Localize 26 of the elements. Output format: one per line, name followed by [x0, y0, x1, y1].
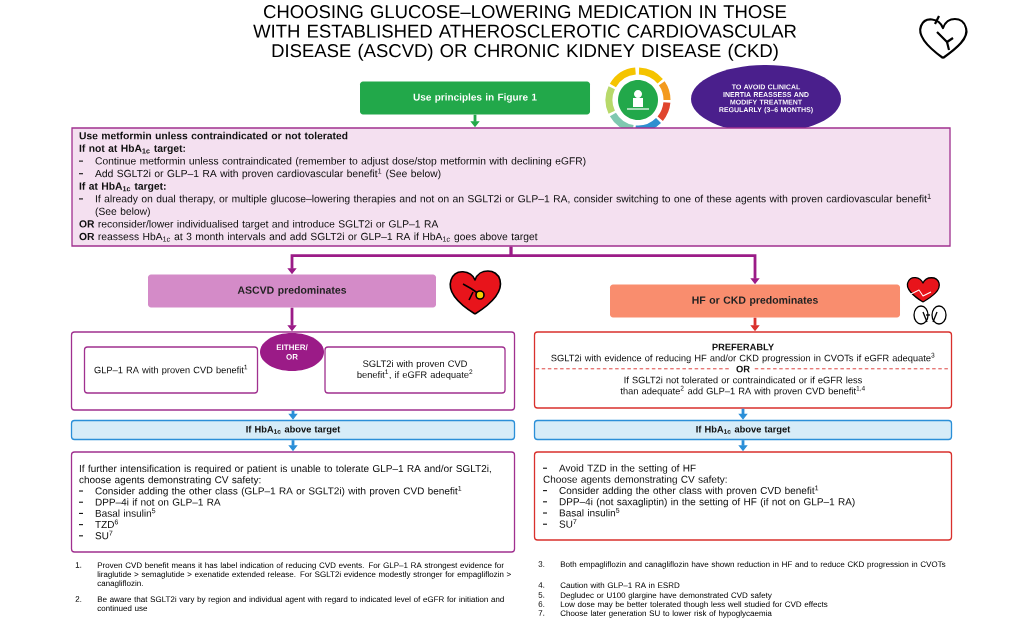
footnote-text: Proven CVD benefit means it has label indication of reducing CVD events. For GLP–1 RA strongest evidence for liraglutide > semaglutide > exenatide extended release. For SGLT2i evidence modestly stronger for empagliflozin > canagliflozin.	[97, 562, 511, 588]
option-box: GLP–1 RA with proven CVD benefit$^{1}$	[83, 346, 259, 394]
footnote-number: 3.	[538, 561, 545, 567]
footnote-number: 1.	[75, 562, 82, 568]
footnote-number: 7.	[538, 610, 545, 616]
option-box: If further intensification is required or patient is unable to tolerate GLP–1 RA and/or SGLT2i, choose agents demonstrating CV safety: Consider adding the other class (GLP–1 RA or SGLT2i) with proven CVD benefit$^{1}$ DPP–4i if not on GLP–1 RA Basal insulin$^{5}$ TZD$^{6}$ SU$^{7}$	[70, 451, 516, 553]
condition-box: If HbA$_{1c}$ above target	[70, 419, 516, 441]
option-box: SGLT2i with proven CVD benefit$^{1}$, if eGFR adequate$^{2}$	[324, 346, 506, 394]
condition-box: If HbA$_{1c}$ above target	[533, 419, 953, 441]
footnote-number: 5.	[538, 592, 545, 598]
title: CHOOSING GLUCOSE–LOWERING MEDICATION IN THOSE WITH ESTABLISHED ATHEROSCLEROTIC CARDIOVASCULAR DISEASE (ASCVD) OR CHRONIC KIDNEY DISEASE (CKD)	[253, 5, 797, 61]
footnote-text: Be aware that SGLT2i vary by region and individual agent with regard to indicated level of eGFR for initiation and continued use	[97, 596, 504, 612]
footnote-text: Degludec or U100 glargine have demonstrated CVD safety	[560, 592, 772, 600]
footnote-text: Choose later generation SU to lower risk of hypoglycaemia	[560, 610, 772, 618]
process-box: Use metformin unless contraindicated or not tolerated If not at HbA$_{1c}$ target: Continue metformin unless contraindicated (remember to adjust dose/stop metformin with declining eGFR) Add SGLT2i or GLP–1 RA with proven cardiovascular benefit$^{1}$ (See below) If at HbA$_{1c}$ target: If already on dual therapy, or multiple glucose–lowering therapies and not on an SGLT2i or GLP–1 RA, consider switching to one of these agents with proven cardiovascular benefit$^{1}$ (See below) OR reconsider/lower individualised target and introduce SGLT2i or GLP–1 RA OR reassess HbA$_{1c}$ at 3 month intervals and add SGLT2i or GLP–1 RA if HbA$_{1c}$ goes above target	[71, 127, 951, 247]
decision-box: HF or CKD predominates	[610, 284, 900, 318]
decision-box: ASCVD predominates	[148, 274, 436, 308]
footnote-number: 2.	[75, 596, 82, 602]
footnote-text: Caution with GLP–1 RA in ESRD	[560, 582, 680, 589]
footnote-text: Low dose may be better tolerated though less well studied for CVD effects	[560, 601, 828, 609]
process-box: Use principles in Figure 1	[360, 81, 590, 115]
footnote-number: 6.	[538, 601, 545, 607]
footnote-text: Both empagliflozin and canagliflozin have shown reduction in HF and to reduce CKD progression in CVOTs	[560, 561, 946, 569]
footnote-number: 4.	[538, 582, 545, 588]
option-box: PREFERABLY SGLT2i with evidence of reducing HF and/or CKD progression in CVOTs if eGFR adequate$^{3}$ OR If SGLT2i not tolerated or contraindicated or if eGFR less than adequate$^{2}$ add GLP–1 RA with proven CVD benefit$^{1,4}$	[533, 331, 953, 409]
option-box: Avoid TZD in the setting of HF Choose agents demonstrating CV safety: Consider adding the other class with proven CVD benefit$^{1}$ DPP–4i (not saxagliptin) in the setting of HF (if not on GLP–1 RA) Basal insulin$^{5}$ SU$^{7}$	[533, 451, 953, 541]
